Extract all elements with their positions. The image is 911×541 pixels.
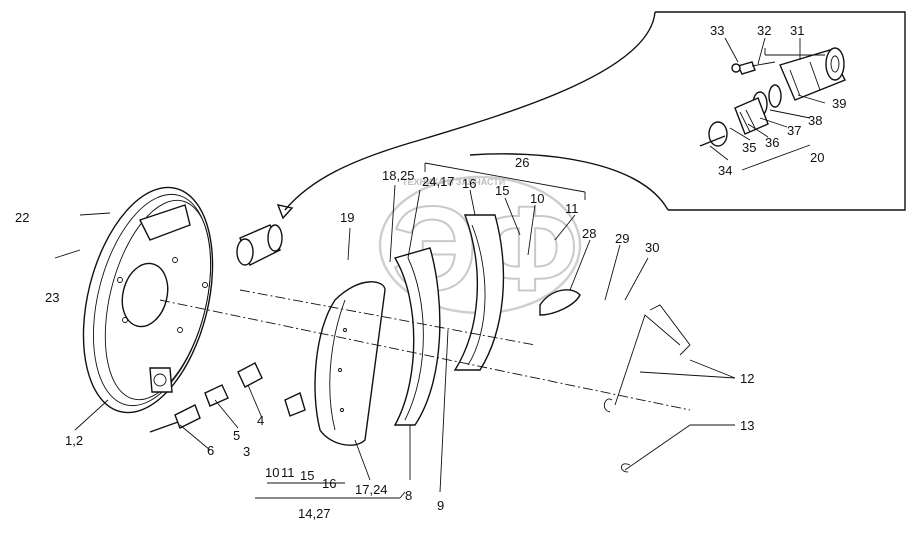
brake-shoe-rear	[393, 247, 441, 426]
label-4: 4	[257, 413, 264, 428]
lever	[539, 289, 581, 316]
label-33: 33	[710, 23, 724, 38]
label-16-top: 16	[462, 176, 476, 191]
label-9: 9	[437, 498, 444, 513]
label-1-2: 1,2	[65, 433, 83, 448]
label-12: 12	[740, 371, 754, 386]
brake-lining	[453, 214, 505, 371]
label-38: 38	[808, 113, 822, 128]
label-26: 26	[515, 155, 529, 170]
label-16-bottom: 16	[322, 476, 336, 491]
label-11-bottom: 11	[281, 465, 295, 480]
label-20: 20	[810, 150, 824, 165]
label-15-top: 15	[495, 183, 509, 198]
label-10-top: 10	[530, 191, 544, 206]
label-6: 6	[207, 443, 214, 458]
label-11-top: 11	[565, 201, 579, 216]
brake-shoe-front	[314, 281, 386, 446]
wheel-cylinder-detail	[699, 47, 846, 147]
return-springs	[603, 304, 691, 473]
label-32: 32	[757, 23, 771, 38]
adjuster-assembly	[149, 362, 306, 433]
pointer-arrow	[284, 139, 421, 211]
label-3: 3	[243, 444, 250, 459]
label-10-bottom: 10	[265, 465, 279, 480]
label-14-27: 14,27	[298, 506, 331, 521]
inset-box	[419, 11, 906, 211]
callout-labels: 33 32 31 39 38 37 36 35 34 20 26 18,25 2…	[15, 23, 846, 521]
label-28: 28	[582, 226, 596, 241]
leader-lines	[54, 37, 826, 493]
label-13: 13	[740, 418, 754, 433]
center-axes	[159, 289, 691, 411]
label-34: 34	[718, 163, 732, 178]
label-24-17: 24,17	[422, 174, 455, 189]
label-39: 39	[832, 96, 846, 111]
label-8: 8	[405, 488, 412, 503]
label-5: 5	[233, 428, 240, 443]
label-35: 35	[742, 140, 756, 155]
label-31: 31	[790, 23, 804, 38]
label-19: 19	[340, 210, 354, 225]
label-29: 29	[615, 231, 629, 246]
wheel-cylinder	[236, 224, 283, 266]
label-30: 30	[645, 240, 659, 255]
pointer-arrow-head	[276, 204, 294, 220]
label-36: 36	[765, 135, 779, 150]
label-23: 23	[45, 290, 59, 305]
backing-plate	[82, 186, 214, 414]
group-brackets	[255, 48, 825, 499]
label-18-25: 18,25	[382, 168, 415, 183]
watermark-caption: ТЕХНИКА И ЗАПЧАСТИ	[402, 177, 505, 187]
label-17-24: 17,24	[355, 482, 388, 497]
label-15-bottom: 15	[300, 468, 314, 483]
label-37: 37	[787, 123, 801, 138]
label-22: 22	[15, 210, 29, 225]
